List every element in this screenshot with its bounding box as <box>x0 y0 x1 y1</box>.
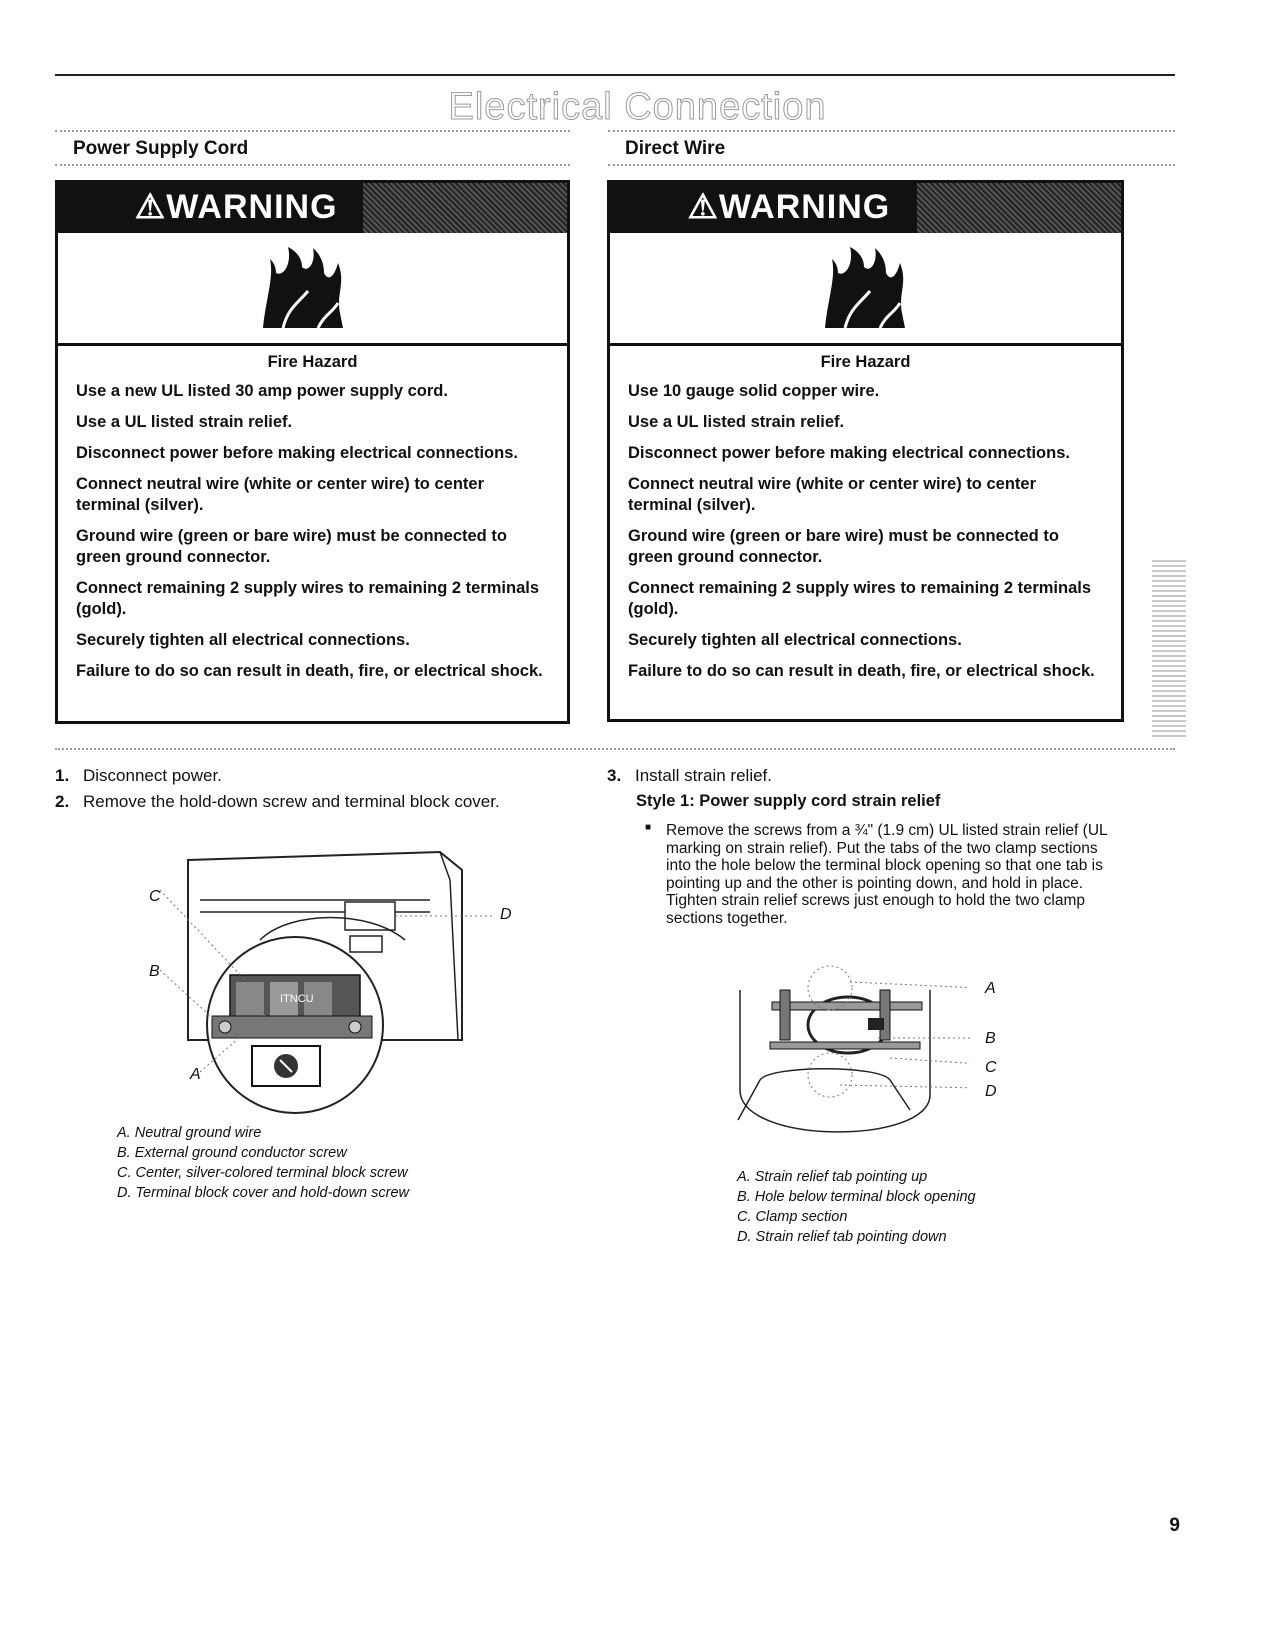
divider <box>608 130 1175 132</box>
divider <box>55 748 1175 750</box>
warning-line: Connect neutral wire (white or center wi… <box>76 475 484 514</box>
bullet-text: Remove the screws from a ¾" (1.9 cm) UL … <box>666 822 1108 927</box>
warning-line: Securely tighten all electrical connecti… <box>76 631 410 649</box>
warning-line: Ground wire (green or bare wire) must be… <box>628 527 1059 566</box>
warning-line: Failure to do so can result in death, fi… <box>76 662 543 680</box>
top-rule <box>55 74 1175 76</box>
strain-relief-illustration <box>737 965 970 1133</box>
page-title: Electrical Connection <box>448 86 827 129</box>
page-number: 9 <box>1169 1515 1180 1536</box>
warning-line: Failure to do so can result in death, fi… <box>628 662 1095 680</box>
side-tab-marker <box>1152 560 1186 740</box>
warning-text: Fire Hazard Use 10 gauge solid copper wi… <box>610 346 1121 682</box>
warning-triangle-icon: ⚠ <box>687 188 719 226</box>
warning-banner: ⚠WARNING <box>610 183 1121 233</box>
warning-box-right: ⚠WARNING Fire Hazard Use 10 gauge solid … <box>607 180 1124 722</box>
warning-box-left: ⚠WARNING Fire Hazard Use a new UL listed… <box>55 180 570 724</box>
warning-banner: ⚠WARNING <box>58 183 567 233</box>
warning-triangle-icon: ⚠ <box>134 188 167 226</box>
section-heading-power-supply-cord: Power Supply Cord <box>73 138 249 159</box>
warning-label: ⚠WARNING <box>134 188 338 226</box>
warning-line: Connect neutral wire (white or center wi… <box>628 475 1036 514</box>
warning-text: Fire Hazard Use a new UL listed 30 amp p… <box>58 346 567 682</box>
warning-line: Use 10 gauge solid copper wire. <box>628 382 880 400</box>
divider <box>608 164 1175 166</box>
fire-icon <box>263 247 343 329</box>
callout-d: D <box>985 1083 997 1100</box>
warning-line: Use a UL listed strain relief. <box>628 413 845 431</box>
terminal-label: ITNCU <box>280 993 314 1005</box>
fire-hazard-icon-area <box>58 233 567 346</box>
warning-line: Use a new UL listed 30 amp power supply … <box>76 382 448 400</box>
step-1: 1.Disconnect power. <box>55 766 222 785</box>
step-2: 2.Remove the hold-down screw and termina… <box>55 792 500 811</box>
section-heading-direct-wire: Direct Wire <box>625 138 726 159</box>
hazard-title: Fire Hazard <box>820 353 911 371</box>
fire-hazard-icon-area <box>610 233 1121 346</box>
callout-c: C <box>149 888 161 905</box>
hazard-title: Fire Hazard <box>267 353 358 371</box>
divider <box>55 130 570 132</box>
warning-line: Disconnect power before making electrica… <box>628 444 1070 462</box>
terminal-block-illustration: ITNCU <box>159 850 495 1114</box>
warning-line: Ground wire (green or bare wire) must be… <box>76 527 507 566</box>
callout-b: B <box>985 1030 996 1047</box>
step-3: 3.Install strain relief. <box>607 766 772 785</box>
warning-line: Disconnect power before making electrica… <box>76 444 518 462</box>
warning-label: ⚠WARNING <box>687 188 891 226</box>
warning-line: Use a UL listed strain relief. <box>76 413 293 431</box>
figure-captions-right: A. Strain relief tab pointing up B. Hole… <box>737 1169 976 1245</box>
callout-a: A <box>985 980 996 997</box>
callout-d: D <box>500 906 512 923</box>
callout-a: A <box>190 1066 201 1083</box>
fire-icon <box>825 247 905 329</box>
divider <box>55 164 570 166</box>
callout-b: B <box>149 963 160 980</box>
warning-line: Connect remaining 2 supply wires to rema… <box>76 579 540 618</box>
bullet-icon: ■ <box>645 822 652 833</box>
warning-line: Securely tighten all electrical connecti… <box>628 631 962 649</box>
style-1-heading: Style 1: Power supply cord strain relief <box>636 792 941 810</box>
figure-captions-left: A. Neutral ground wire B. External groun… <box>117 1125 410 1201</box>
warning-line: Connect remaining 2 supply wires to rema… <box>628 579 1092 618</box>
callout-c: C <box>985 1059 997 1076</box>
